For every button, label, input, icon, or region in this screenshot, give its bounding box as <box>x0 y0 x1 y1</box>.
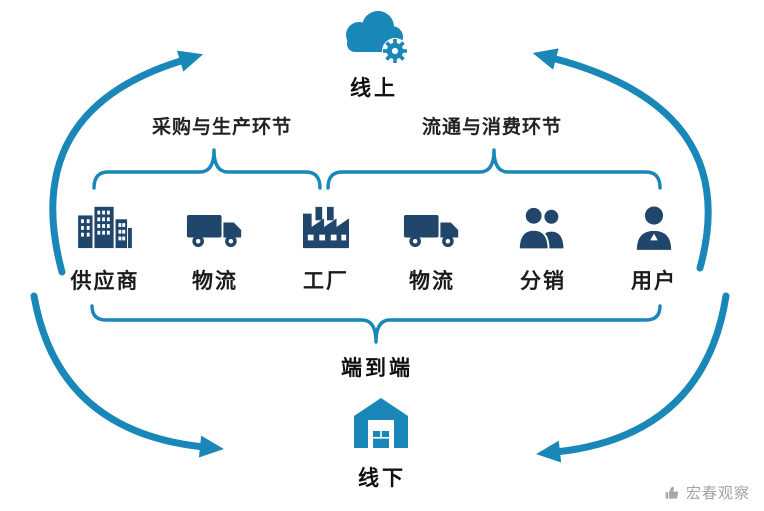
truck-icon <box>186 198 244 250</box>
node-label: 工厂 <box>303 270 349 293</box>
node-logistics-2: 物流 <box>372 198 492 295</box>
brace-procurement <box>92 148 322 190</box>
cycle-arrow-bottom-left <box>30 292 224 458</box>
warehouse-icon <box>353 397 409 449</box>
node-label: 供应商 <box>70 270 140 293</box>
online-label: 线上 <box>350 77 398 100</box>
node-user: 用户 <box>594 198 714 295</box>
node-supplier: 供应商 <box>45 198 165 295</box>
circulation-consumption-label: 流通与消费环节 <box>421 117 563 138</box>
node-factory: 工厂 <box>266 198 386 295</box>
node-distribution: 分销 <box>483 198 603 295</box>
user-icon <box>633 198 675 250</box>
node-label: 用户 <box>631 270 677 293</box>
watermark-text: 宏春观察 <box>685 485 750 502</box>
node-logistics-1: 物流 <box>155 198 275 295</box>
end-to-end-label: 端到端 <box>341 357 413 380</box>
node-label: 物流 <box>409 270 455 293</box>
brace-circulation <box>326 148 662 190</box>
brace-end-to-end <box>90 304 662 344</box>
cloud-gear-icon <box>335 5 413 65</box>
cycle-arrow-bottom-right <box>536 292 730 463</box>
node-label: 分销 <box>520 270 566 293</box>
watermark: 宏春观察 <box>664 482 750 503</box>
cycle-arrow-top-left <box>49 50 204 276</box>
buildings-icon <box>76 198 134 250</box>
people-icon <box>516 198 570 250</box>
factory-icon <box>299 198 353 250</box>
offline-label: 线下 <box>358 467 406 490</box>
truck-icon <box>403 198 461 250</box>
node-label: 物流 <box>192 270 238 293</box>
cycle-arrow-top-right <box>532 48 712 272</box>
procurement-production-label: 采购与生产环节 <box>151 117 293 138</box>
thumb-icon <box>664 485 680 501</box>
